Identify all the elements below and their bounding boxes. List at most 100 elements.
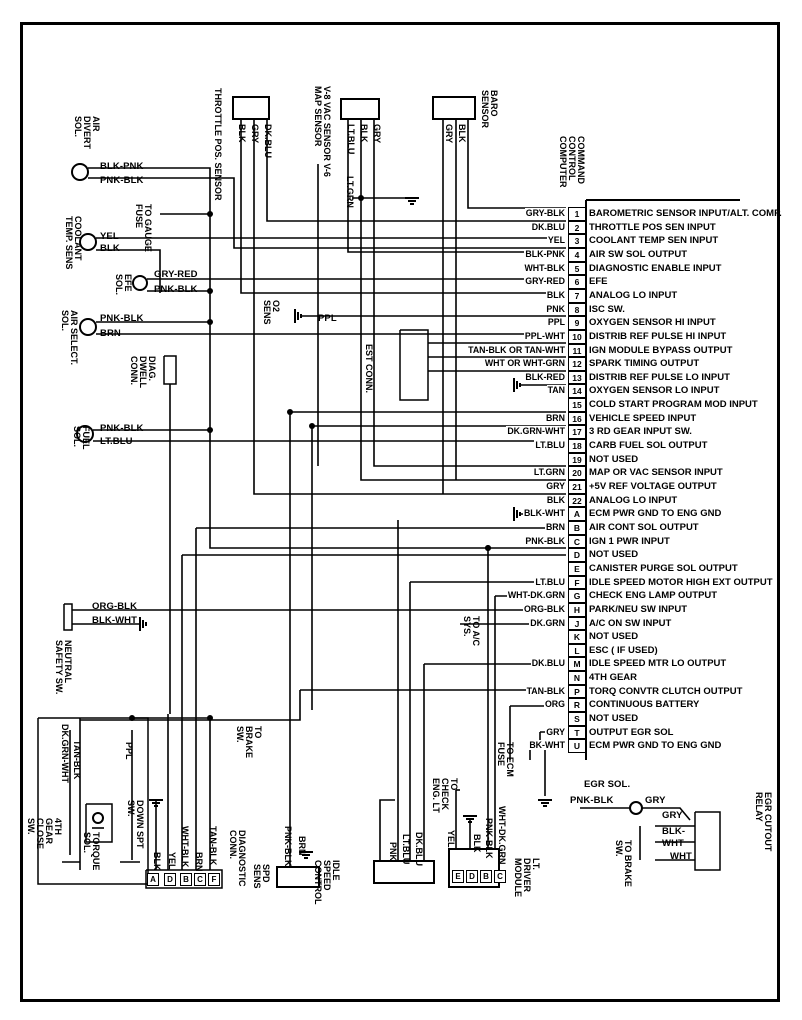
- splice-dot: [309, 423, 315, 429]
- ecm-function-m: IDLE SPEED MTR LO OUTPUT: [589, 658, 727, 670]
- baro-wire-blk: BLK: [457, 124, 467, 143]
- ecm-function-16: VEHICLE SPEED INPUT: [589, 412, 697, 424]
- check-eng-label: TO CHECK ENG. LT: [431, 778, 459, 813]
- ecm-function-12: SPARK TIMING OUTPUT: [589, 358, 700, 370]
- ecm-pin-1: 1: [568, 207, 586, 221]
- wire-line: [163, 355, 177, 385]
- diag-pin-c: C: [194, 873, 206, 886]
- ltd-wire-yel: YEL: [446, 830, 456, 848]
- ecm-function-7: ANALOG LO INPUT: [589, 289, 678, 301]
- diag-wire-yel: YEL: [167, 852, 177, 870]
- idle-speed-label: IDLE SPEED CONTROL: [313, 860, 341, 905]
- ecm-function-5: DIAGNOSTIC ENABLE INPUT: [589, 262, 722, 274]
- ecm-pin-c: C: [568, 534, 586, 549]
- tps-wire-gry: GRY: [250, 124, 260, 144]
- ecm-function-s: NOT USED: [589, 713, 639, 725]
- ecm-function-b: AIR CONT SOL OUTPUT: [589, 521, 699, 533]
- neutral-safety-wire-2: BLK-WHT: [92, 615, 138, 626]
- down-spt-sw-label: DOWN SPT SW.: [126, 800, 145, 849]
- diag-wire-whtblk: WHT-BLK: [180, 826, 190, 868]
- ecm-function-13: DISTRIB REF PULSE LO INPUT: [589, 371, 730, 383]
- ecm-wire-7: BLK: [545, 289, 566, 300]
- diag-pin-a: A: [147, 873, 159, 886]
- ecm-pin-2: 2: [568, 220, 586, 235]
- ecm-wire-16: BRN: [544, 412, 566, 423]
- ecm-pin-22: 22: [568, 493, 586, 508]
- ecm-pin-19: 19: [568, 452, 586, 467]
- ecm-function-g: CHECK ENG LAMP OUTPUT: [589, 590, 718, 602]
- ecm-wire-1: GRY-BLK: [524, 208, 566, 218]
- ecm-wire-5: WHT-BLK: [523, 262, 566, 273]
- egr-wire-pnkblk: PNK-BLK: [570, 795, 614, 806]
- efe-sol-label: EFE SOL.: [114, 274, 133, 296]
- ltd-pin-e: E: [452, 870, 464, 883]
- est-conn-label: EST CONN.: [364, 344, 374, 394]
- ecm-pin-d: D: [568, 548, 586, 562]
- wire-line: [360, 120, 566, 481]
- ecm-function-u: ECM PWR GND TO ENG GND: [589, 740, 722, 752]
- wire-line: [694, 811, 721, 871]
- ecm-pin-g: G: [568, 589, 586, 603]
- ecm-function-20: MAP OR VAC SENSOR INPUT: [589, 467, 723, 479]
- fuel-sol-wire-1: PNK-BLK: [100, 423, 144, 434]
- isc-wire-dkblu: DK.BLU: [414, 832, 424, 866]
- idle-speed-connector: [373, 860, 435, 884]
- ecm-pin-e: E: [568, 561, 586, 576]
- ecm-function-j: A/C ON SW INPUT: [589, 617, 672, 629]
- ecm-function-r: CONTINUOUS BATTERY: [589, 699, 700, 711]
- egr-relay-label: EGR CUTOUT RELAY: [754, 792, 773, 852]
- diag-dwell-label: DIAG. DWELL CONN.: [129, 356, 157, 388]
- ecm-title: COMMAND CONTROL COMPUTER: [558, 136, 586, 188]
- ecm-pin-17: 17: [568, 425, 586, 440]
- ltd-pin-c: C: [494, 870, 506, 883]
- ecm-pin-10: 10: [568, 329, 586, 344]
- solenoid-symbol: [629, 801, 643, 815]
- ecm-function-d: NOT USED: [589, 549, 639, 561]
- wire-line: [80, 690, 301, 721]
- efe-wire-1: GRY-RED: [154, 269, 198, 280]
- ecm-function-p: TORQ CONVTR CLUTCH OUTPUT: [589, 685, 743, 697]
- ecm-wire-8: PNK: [545, 303, 566, 314]
- splice-dot: [358, 195, 364, 201]
- ecm-pin-11: 11: [568, 343, 586, 358]
- spd-sens-connector: [276, 866, 320, 888]
- air-select-label: AIR SELECT. SOL.: [60, 310, 79, 366]
- ecm-wire-11: TAN-BLK OR TAN-WHT: [467, 344, 566, 355]
- ecm-wire-20: LT.GRN: [532, 467, 566, 478]
- wire-line: [379, 799, 395, 860]
- ecm-pin-4: 4: [568, 247, 586, 262]
- wire-line: [85, 803, 113, 843]
- ecm-function-9: OXYGEN SENSOR HI INPUT: [589, 317, 716, 329]
- throttle-pos-label: THROTTLE POS. SENSOR: [213, 88, 223, 201]
- gear-close-sw-label: 4TH GEAR CLOSE SW.: [26, 818, 63, 850]
- ecm-function-17: 3 RD GEAR INPUT SW.: [589, 426, 692, 438]
- splice-dot: [207, 288, 213, 294]
- diag-pin-b: B: [180, 873, 192, 886]
- ecm-pin-t: T: [568, 725, 586, 740]
- ecm-wire-10: PPL-WHT: [523, 330, 566, 341]
- ecm-function-21: +5V REF VOLTAGE OUTPUT: [589, 481, 717, 492]
- ecm-wire-21: GRY: [545, 481, 566, 491]
- ecm-wire-r: ORG: [543, 699, 566, 710]
- ecm-function-n: 4TH GEAR: [589, 672, 638, 684]
- ltd-wire-whtdkgrn: WHT-DK.GRN: [497, 806, 507, 865]
- diag-wire-blk: BLK: [152, 852, 162, 871]
- ecm-pin-8: 8: [568, 302, 586, 317]
- air-divert-wire-2: PNK-BLK: [100, 175, 144, 186]
- tps-wire-blk: BLK: [237, 124, 247, 143]
- ecm-wire-u: BK-WHT: [528, 740, 566, 751]
- ltd-wire-pnkblk: PNK-BLK: [484, 818, 494, 859]
- wire-line: [347, 120, 566, 253]
- wire-line: [266, 120, 566, 222]
- diag-pin-d: D: [164, 873, 176, 886]
- dk-grn-wht-label: DK.GRN-WHT: [60, 724, 70, 783]
- ecm-function-8: ISC SW.: [589, 303, 625, 315]
- ecm-pin-f: F: [568, 575, 586, 590]
- throttle-pos-connector: [232, 96, 270, 120]
- ecm-function-6: EFE: [589, 276, 608, 288]
- wire-line: [63, 603, 73, 631]
- ecm-wire-4: BLK-PNK: [524, 248, 566, 259]
- splice-dot: [485, 545, 491, 551]
- wire-line: [467, 120, 566, 209]
- ecm-function-11: IGN MODULE BYPASS OUTPUT: [589, 344, 733, 356]
